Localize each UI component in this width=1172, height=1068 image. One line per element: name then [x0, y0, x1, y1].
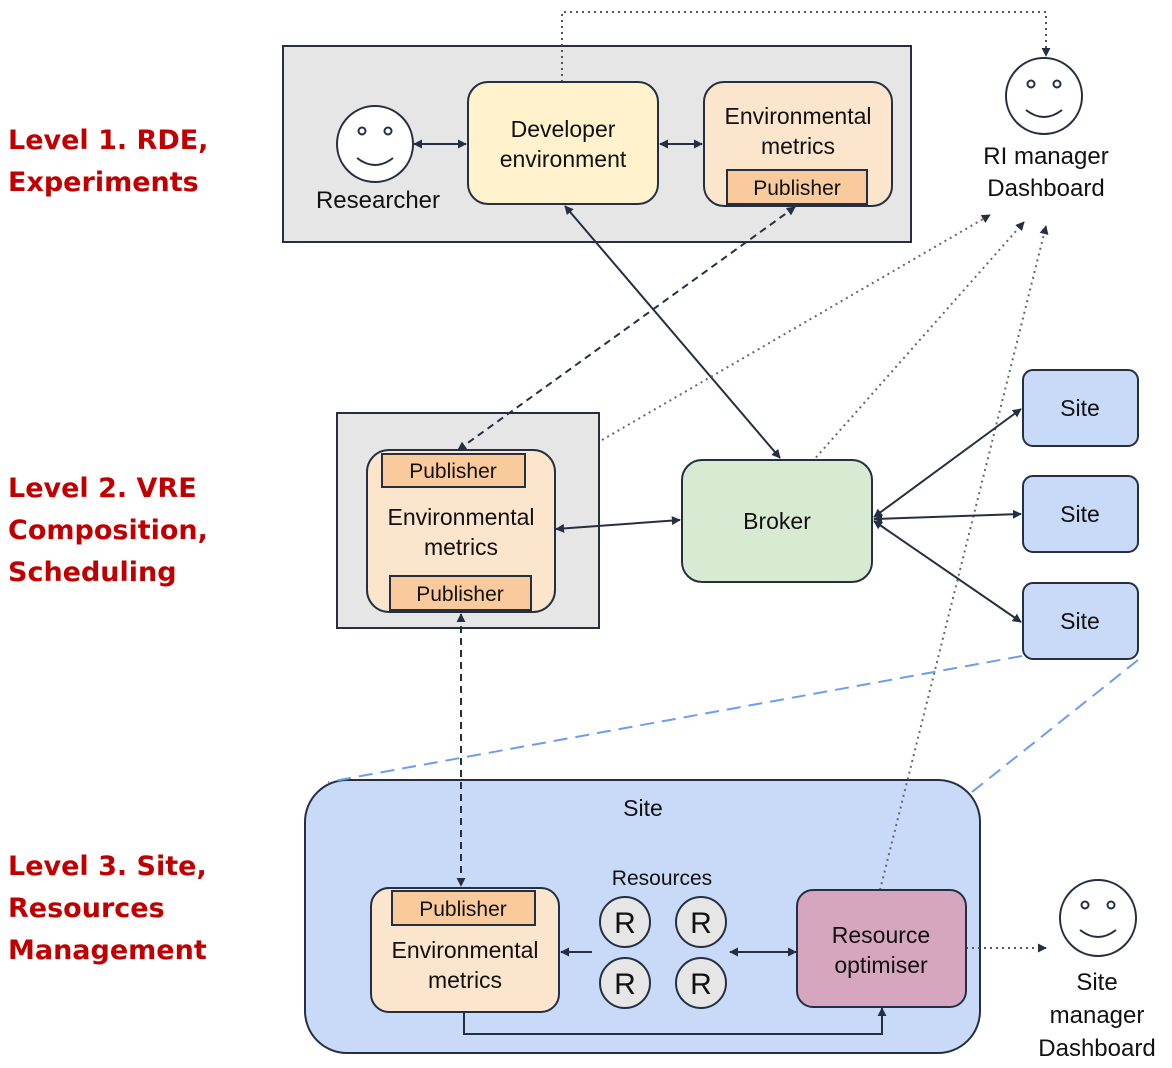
ri-manager-smiley-icon [1005, 57, 1083, 135]
ri-manager-label-line2: Dashboard [987, 175, 1104, 202]
site-box-3[interactable] [1022, 582, 1139, 660]
developer-environment-label-line2: environment [500, 146, 627, 172]
level2-env-metrics-box[interactable] [366, 449, 556, 613]
level-3-label: Level 3. Site, Resources Management [8, 851, 207, 966]
level2-env-metrics-label-line2: metrics [424, 534, 498, 560]
researcher-smiley-icon [336, 105, 414, 183]
resource-optimiser-box[interactable] [796, 889, 967, 1008]
developer-environment-label-line1: Developer [511, 116, 616, 142]
ri-manager-label-line1: RI manager [983, 143, 1108, 170]
resource-optimiser-label-line2: optimiser [834, 952, 928, 978]
svg-text:R: R [690, 907, 712, 940]
level1-publisher-label: Publisher [753, 177, 841, 200]
zoom-dashed-line-right [971, 659, 1139, 793]
level3-publisher-box[interactable] [391, 890, 536, 926]
site-box-2-label: Site [1060, 501, 1100, 527]
envmetrics-broker-arrow [555, 516, 681, 533]
broker-site3-arrow [873, 520, 1022, 623]
broker-to-ri-dotted [811, 221, 1025, 463]
level3-site-title: Site [623, 795, 663, 821]
developer-environment-box[interactable] [467, 81, 659, 205]
site-box-1[interactable] [1022, 369, 1139, 447]
broker-site1-arrow [873, 408, 1022, 518]
publisher-l1-l2-dashed-arrow [457, 206, 796, 451]
level1-publisher-box[interactable] [726, 169, 868, 205]
site-manager-smiley-icon [1059, 879, 1137, 957]
site-manager-label-line1: Site [1076, 969, 1117, 996]
resource-r-4: R [675, 957, 727, 1009]
site-box-1-label: Site [1060, 395, 1100, 421]
level-2-label: Level 2. VRE Composition, Scheduling [8, 473, 208, 588]
level2-env-metrics-label-line1: Environmental [387, 504, 534, 530]
resources-label: Resources [612, 867, 712, 890]
site-manager-label-line2: manager [1050, 1002, 1145, 1029]
site-box-2[interactable] [1022, 475, 1139, 553]
broker-label: Broker [743, 508, 811, 534]
envmetrics-optimiser-feedback-arrow [463, 1007, 887, 1035]
resource-optimiser-label-line1: Resource [832, 922, 930, 948]
level-1-label: Level 1. RDE, Experiments [8, 125, 209, 198]
site-box-3-label: Site [1060, 608, 1100, 634]
level3-env-metrics-label-line2: metrics [428, 967, 502, 993]
broker-box[interactable] [681, 459, 873, 583]
level1-env-metrics-label-line2: metrics [761, 133, 835, 159]
svg-text:R: R [614, 907, 636, 940]
resource-r-2: R [675, 896, 727, 948]
level2-publisher-top-label: Publisher [409, 460, 497, 483]
level3-publisher-label: Publisher [419, 898, 507, 921]
level2-to-ri-dotted [601, 214, 991, 441]
dev-to-ri-dotted-line [561, 11, 1051, 82]
site-manager-label-line3: Dashboard [1038, 1035, 1155, 1062]
svg-text:R: R [690, 968, 712, 1001]
broker-site2-arrow [873, 509, 1022, 524]
resource-r-3: R [599, 957, 651, 1009]
level1-env-metrics-label-line1: Environmental [724, 103, 871, 129]
resource-r-1: R [599, 896, 651, 948]
level2-publisher-top-box[interactable] [381, 453, 526, 488]
researcher-label: Researcher [316, 187, 440, 214]
level2-publisher-bottom-label: Publisher [416, 583, 504, 606]
level3-env-metrics-label-line1: Environmental [391, 937, 538, 963]
svg-text:R: R [614, 968, 636, 1001]
level2-publisher-bottom-box[interactable] [389, 575, 532, 611]
zoom-dashed-line-left [327, 655, 1023, 783]
